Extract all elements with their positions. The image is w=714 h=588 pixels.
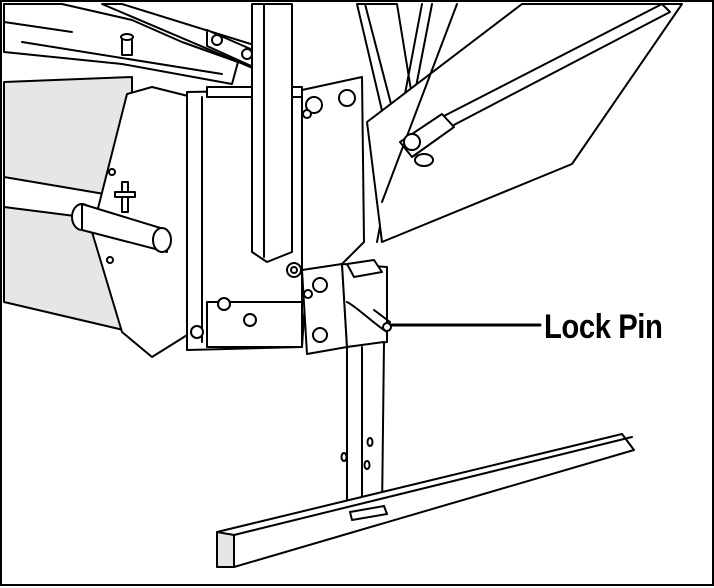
chute-panel	[366, 3, 683, 243]
lock-pin-label: Lock Pin	[544, 308, 663, 346]
axle-shaft	[71, 168, 172, 264]
foot-bar	[216, 433, 635, 568]
deck-plate	[3, 3, 239, 85]
side-panel	[3, 76, 133, 333]
stand-bracket	[301, 259, 388, 355]
link-rod	[399, 3, 671, 167]
stand-leg	[340, 341, 385, 515]
vertical-post	[251, 3, 293, 263]
mount-plate	[190, 76, 365, 348]
lock-pin	[346, 301, 392, 333]
